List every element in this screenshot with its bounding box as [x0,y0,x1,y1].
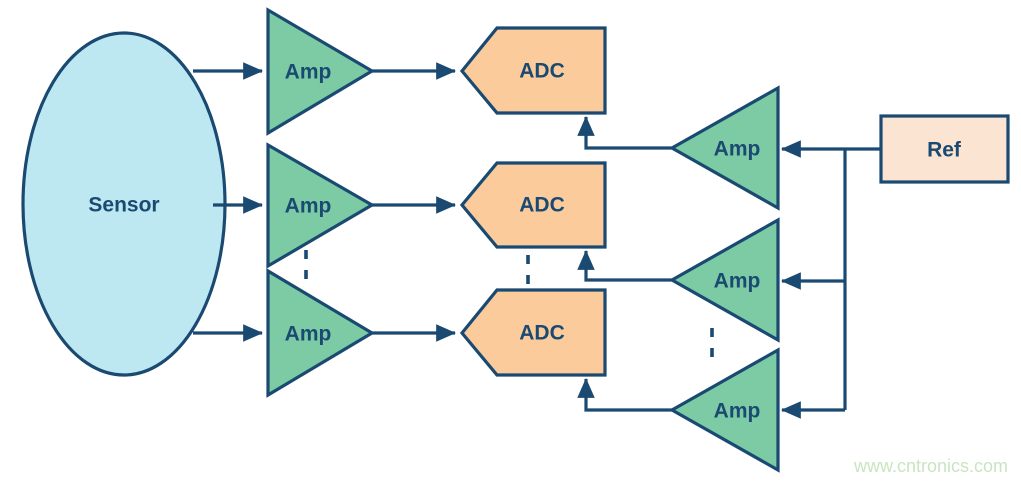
amp-reference-1[interactable]: Amp [668,85,780,211]
amp-reference-2-label: Amp [714,270,761,293]
adc-block-3[interactable]: ADC [459,288,607,377]
adc-3-shape [459,288,607,377]
amp-signal-1-label: Amp [285,61,332,84]
amp-signal-1[interactable]: Amp [266,7,376,136]
sensor-block[interactable]: Sensor [21,31,227,377]
amp-signal-2[interactable]: Amp [266,142,376,269]
adc-1-shape [459,26,607,115]
sensor-label: Sensor [88,194,159,217]
amp-signal-2-label: Amp [285,195,332,218]
adc-block-2[interactable]: ADC [459,161,607,249]
wire-amp-ref-2-to-adc-2 [577,250,672,282]
amp-reference-1-label: Amp [714,138,761,161]
amp-reference-2-triangle [668,217,780,343]
adc-2-label: ADC [519,194,565,217]
adc-3-label: ADC [519,322,565,345]
amp-signal-2-triangle [266,142,376,269]
amp-reference-3-label: Amp [714,400,761,423]
reference-block[interactable]: Ref [879,114,1010,184]
amp-reference-2[interactable]: Amp [668,217,780,343]
amp-reference-1-triangle [668,85,780,211]
adc-2-shape [459,161,607,249]
amp-signal-3-triangle [266,268,376,398]
amp-signal-3-label: Amp [285,323,332,346]
reference-rect [879,114,1010,184]
reference-label: Ref [927,139,962,162]
amp-signal-3[interactable]: Amp [266,268,376,398]
adc-1-label: ADC [519,60,565,83]
amp-signal-1-triangle [266,7,376,136]
watermark-label: www.cntronics.com [853,456,1008,476]
adc-block-1[interactable]: ADC [459,26,607,115]
wire-amp-ref-1-to-adc-1 [577,116,672,150]
amp-reference-3[interactable]: Amp [668,347,780,473]
amp-reference-3-triangle [668,347,780,473]
wire-amp-ref-3-to-adc-3 [577,378,672,412]
